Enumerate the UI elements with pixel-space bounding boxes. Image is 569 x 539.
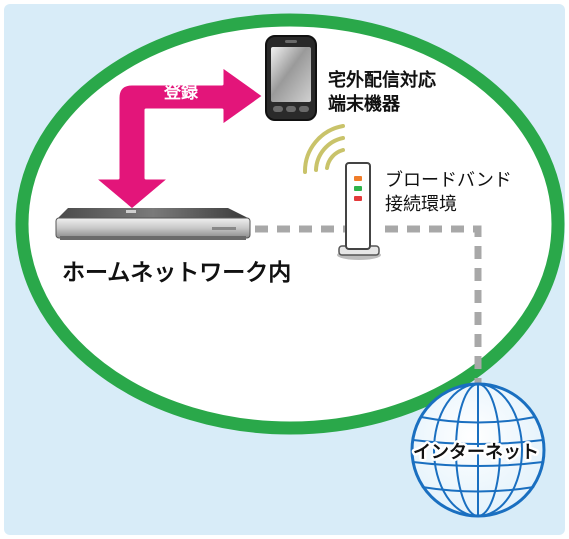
broadband-label-line1: ブロードバンド — [385, 169, 512, 191]
internet-label: インターネット — [413, 442, 539, 463]
mobile-device-label-line2: 端末機器 — [328, 93, 401, 115]
wifi-waves-icon — [302, 124, 345, 174]
cable-router-internet — [385, 225, 482, 402]
wifi-router-icon — [337, 162, 381, 260]
home-network-label: ホームネットワーク内 — [62, 260, 291, 286]
mobile-device-label-line1: 宅外配信対応 — [328, 69, 436, 91]
recorder-icon — [55, 208, 251, 240]
home-network-area — [15, 13, 565, 435]
broadband-label-line2: 接続環境 — [385, 194, 457, 215]
smartphone-icon — [265, 35, 317, 121]
register-label: 登録 — [163, 82, 199, 103]
register-arrow-icon — [92, 64, 266, 212]
globe-icon — [410, 382, 546, 518]
